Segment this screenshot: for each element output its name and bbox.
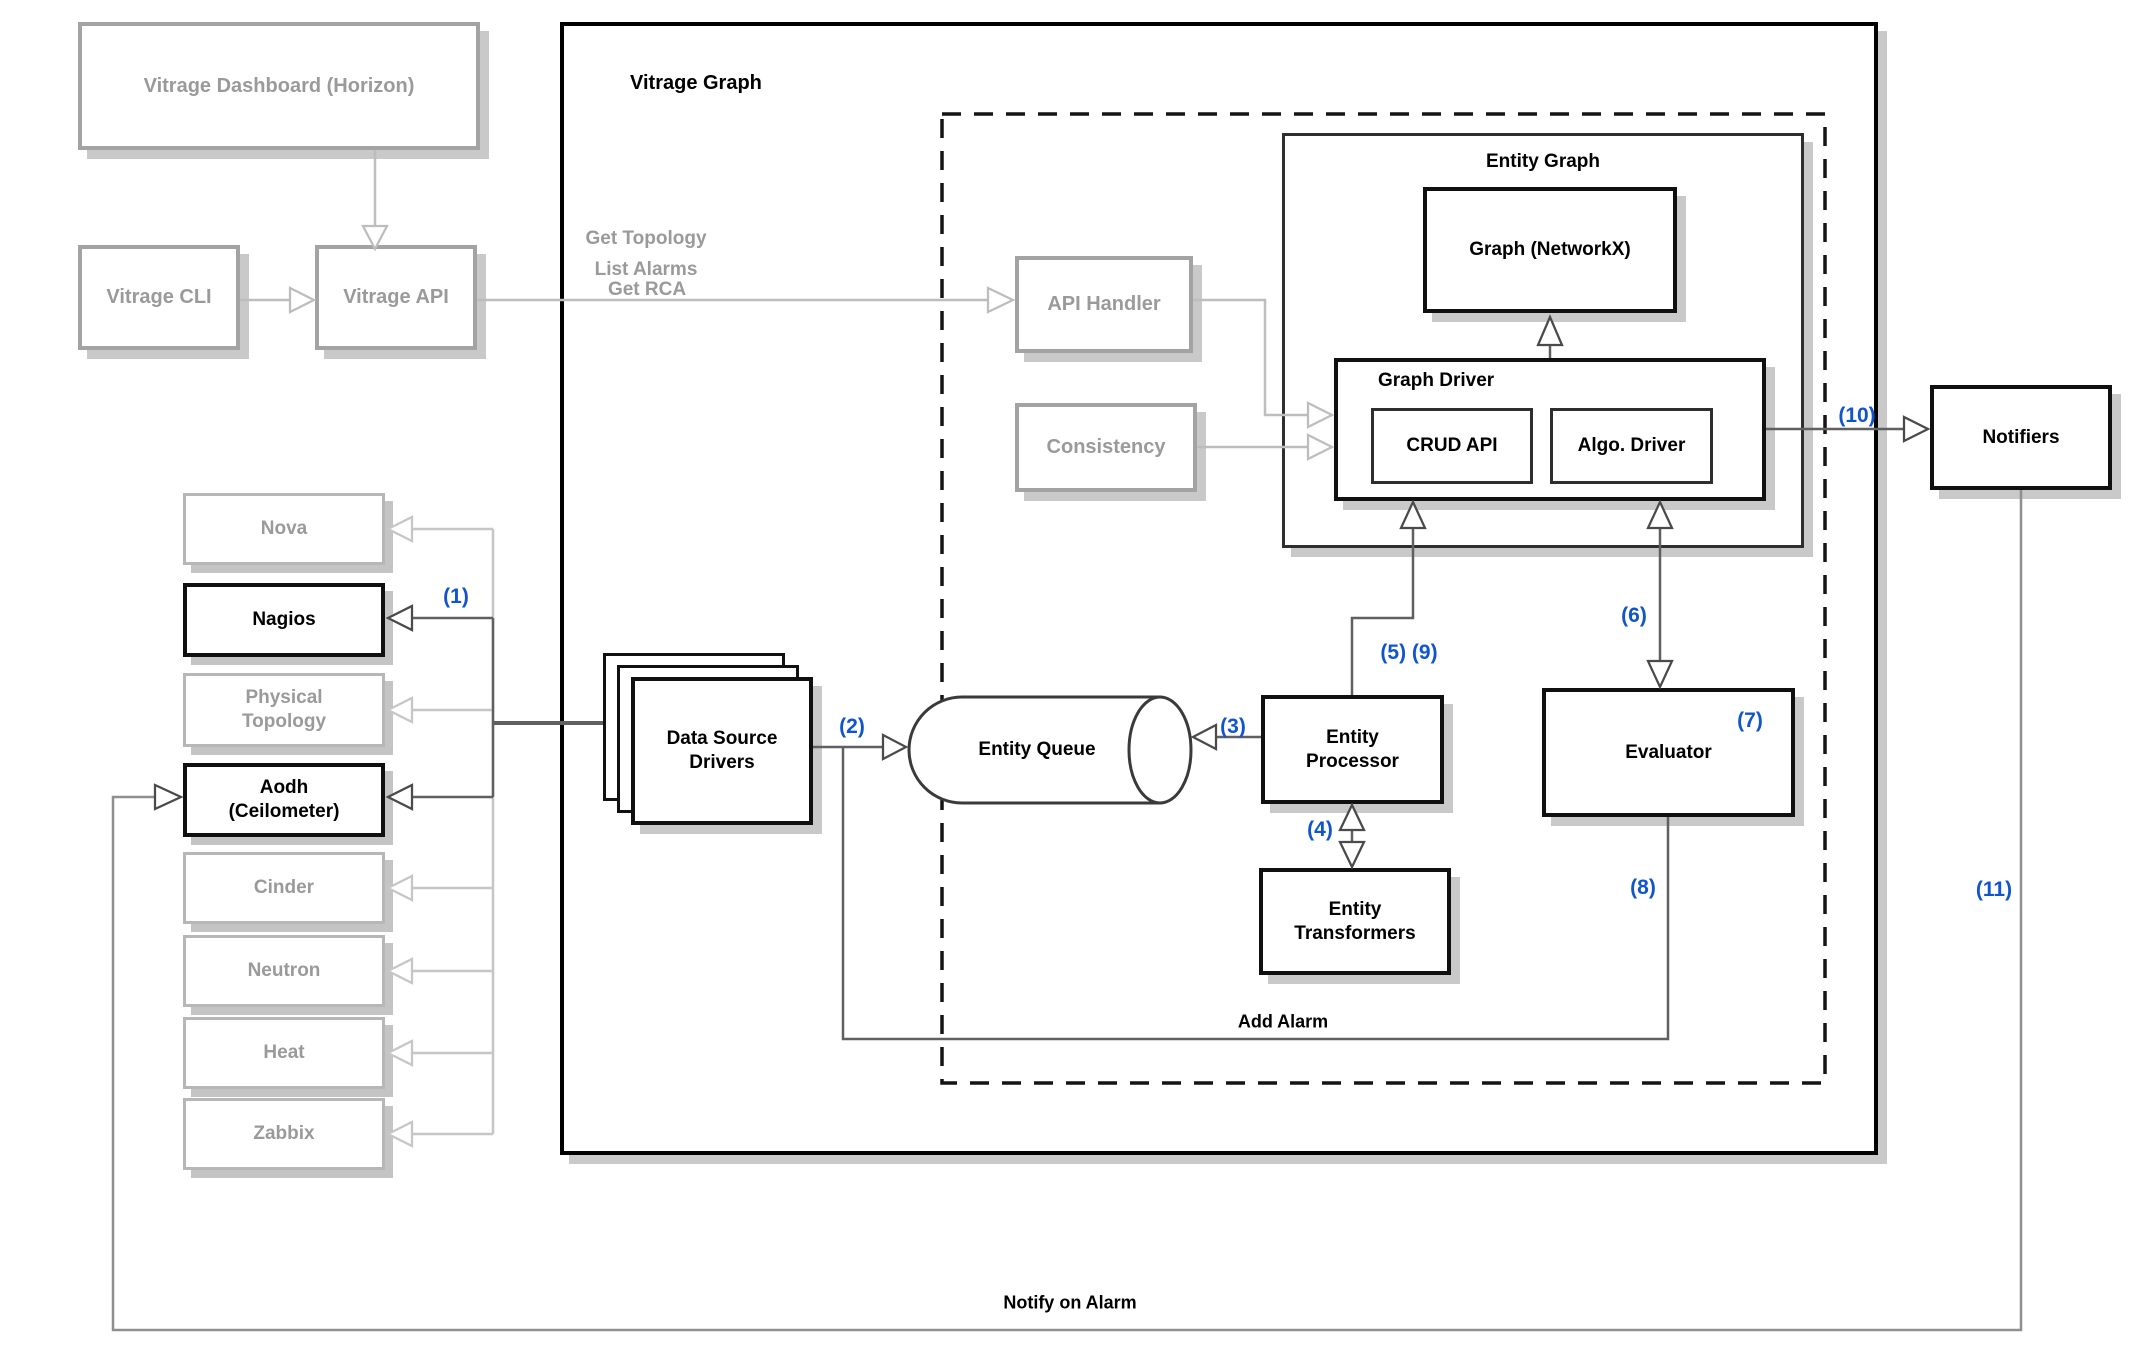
source-nova-box: Nova xyxy=(183,493,385,565)
arrow-into-aodh-right xyxy=(385,783,414,811)
consistency-box: Consistency xyxy=(1015,403,1197,492)
get-topology-label: Get Topology xyxy=(585,228,707,249)
source-zabbix-box: Zabbix xyxy=(183,1098,385,1170)
algo-driver-box: Algo. Driver xyxy=(1550,408,1713,484)
step-2-label: (2) xyxy=(839,715,865,738)
crud-api-box: CRUD API xyxy=(1371,408,1533,484)
arrow-into-notifiers xyxy=(1902,415,1931,443)
step-7-label: (7) xyxy=(1737,709,1763,732)
step-5-9-label: (5) (9) xyxy=(1380,641,1438,664)
graph-driver-label: Graph Driver xyxy=(1378,370,1495,391)
vitrage-cli-box: Vitrage CLI xyxy=(78,245,240,350)
source-physical-topology-box: Physical Topology xyxy=(183,673,385,747)
get-rca-label: Get RCA xyxy=(607,279,687,300)
notifiers-box: Notifiers xyxy=(1930,385,2112,490)
graph-networkx-box: Graph (NetworkX) xyxy=(1423,187,1677,313)
vitrage-dashboard-box: Vitrage Dashboard (Horizon) xyxy=(78,22,480,150)
entity-queue-label: Entity Queue xyxy=(978,739,1096,760)
step-6-label: (6) xyxy=(1621,604,1647,627)
step-11-label: (11) xyxy=(1975,878,2013,901)
step-3-label: (3) xyxy=(1220,715,1246,738)
source-cinder-box: Cinder xyxy=(183,852,385,924)
entity-graph-label: Entity Graph xyxy=(1485,151,1601,172)
vitrage-api-box: Vitrage API xyxy=(315,245,477,350)
datasource-light-arrowheads xyxy=(385,515,414,1148)
entity-transformers-box: Entity Transformers xyxy=(1259,868,1451,975)
source-nagios-box: Nagios xyxy=(183,583,385,657)
notify-on-alarm-label: Notify on Alarm xyxy=(1003,1292,1137,1313)
arrow-into-nagios xyxy=(385,604,414,632)
step-8-label: (8) xyxy=(1630,876,1656,899)
arrow-cli-to-api xyxy=(288,286,317,314)
datasource-trunk-light xyxy=(412,527,495,1136)
api-handler-box: API Handler xyxy=(1015,256,1193,353)
step-10-label: (10) xyxy=(1838,404,1876,427)
source-neutron-box: Neutron xyxy=(183,935,385,1007)
evaluator-box: Evaluator xyxy=(1542,688,1795,817)
source-aodh-box: Aodh (Ceilometer) xyxy=(183,763,385,837)
arrow-into-aodh-left xyxy=(153,783,184,811)
step-1-label: (1) xyxy=(443,585,469,608)
list-alarms-label: List Alarms xyxy=(594,259,698,280)
vitrage-graph-label: Vitrage Graph xyxy=(630,72,762,94)
step-4-label: (4) xyxy=(1307,818,1333,841)
source-heat-box: Heat xyxy=(183,1017,385,1089)
entity-processor-box: Entity Processor xyxy=(1261,695,1444,804)
add-alarm-label: Add Alarm xyxy=(1237,1011,1329,1032)
data-source-drivers-box: Data Source Drivers xyxy=(631,677,813,825)
